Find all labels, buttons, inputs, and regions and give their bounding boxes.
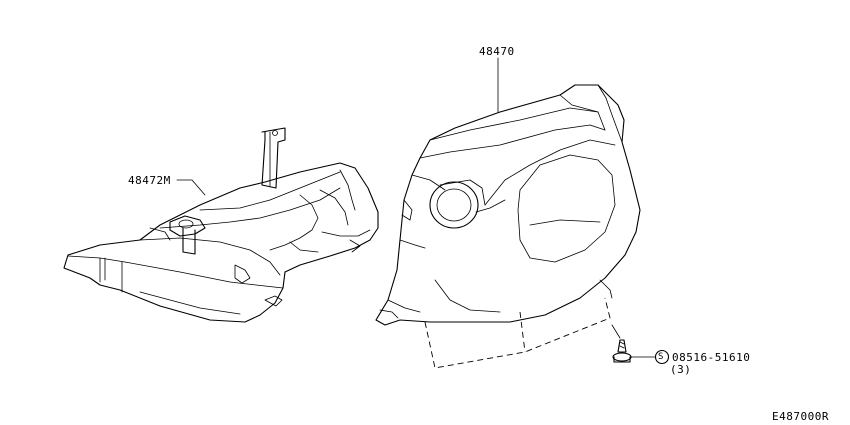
screw-quantity: (3) [670,363,692,376]
leader-lines [176,57,656,358]
screw-symbol: S [658,352,664,362]
part-number-upper-cover: 48470 [479,45,515,58]
part-number-screw: 08516-51610 [672,351,751,364]
upper-column-cover-drawing [375,84,641,369]
screw-drawing [612,339,670,365]
lower-column-cover-drawing [63,127,379,323]
diagram-code: E487000R [772,410,829,423]
part-number-lower-cover: 48472M [128,174,171,187]
screw-symbol-circle [654,349,670,365]
